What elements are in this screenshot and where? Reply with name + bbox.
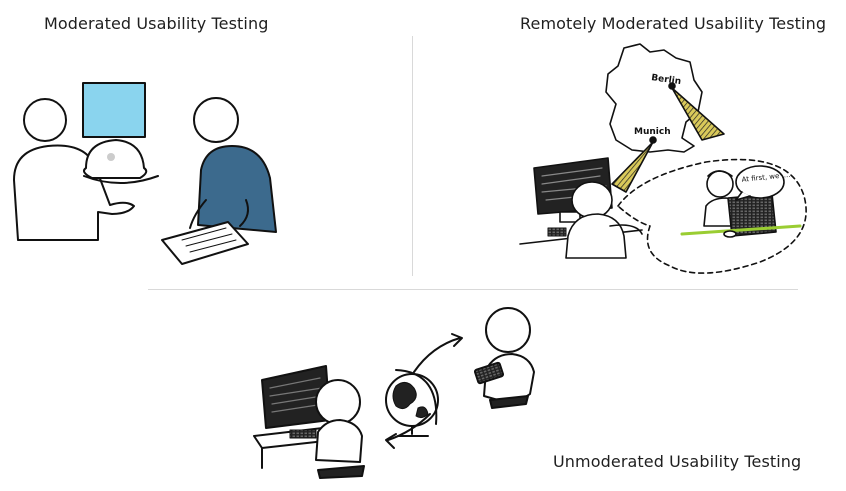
observer-person [13,98,135,241]
desk-user [289,379,365,479]
remote-participant [519,157,643,259]
participant-person [189,97,277,233]
arrow-to-mobile-user [413,337,461,373]
vertical-divider [412,36,413,276]
germany-map [605,43,703,153]
speech-bubble: At first, we .... [735,165,791,201]
remote-scene: Berlin Munich [519,43,807,274]
unmoderated-scene [253,307,535,479]
caption-unmoderated-usability-testing: Unmoderated Usability Testing [553,452,802,471]
beam-to-berlin [671,87,725,141]
horizontal-divider [148,289,798,290]
dashed-video-bubble [617,158,807,274]
monitor-base [83,139,148,179]
caption-remotely-moderated-usability-testing: Remotely Moderated Usability Testing [520,14,827,33]
map-label-munich: Munich [634,127,671,137]
caption-moderated-usability-testing: Moderated Usability Testing [44,14,269,33]
mobile-user [473,307,535,409]
remote-moderator [680,170,802,238]
paper-sheet [161,221,249,265]
globe [385,369,439,437]
arrow-to-desk-user [387,413,431,441]
moderated-scene [13,82,277,265]
monitor [82,82,146,138]
beam-to-munich [611,141,654,193]
map-label-berlin: Berlin [651,73,682,87]
